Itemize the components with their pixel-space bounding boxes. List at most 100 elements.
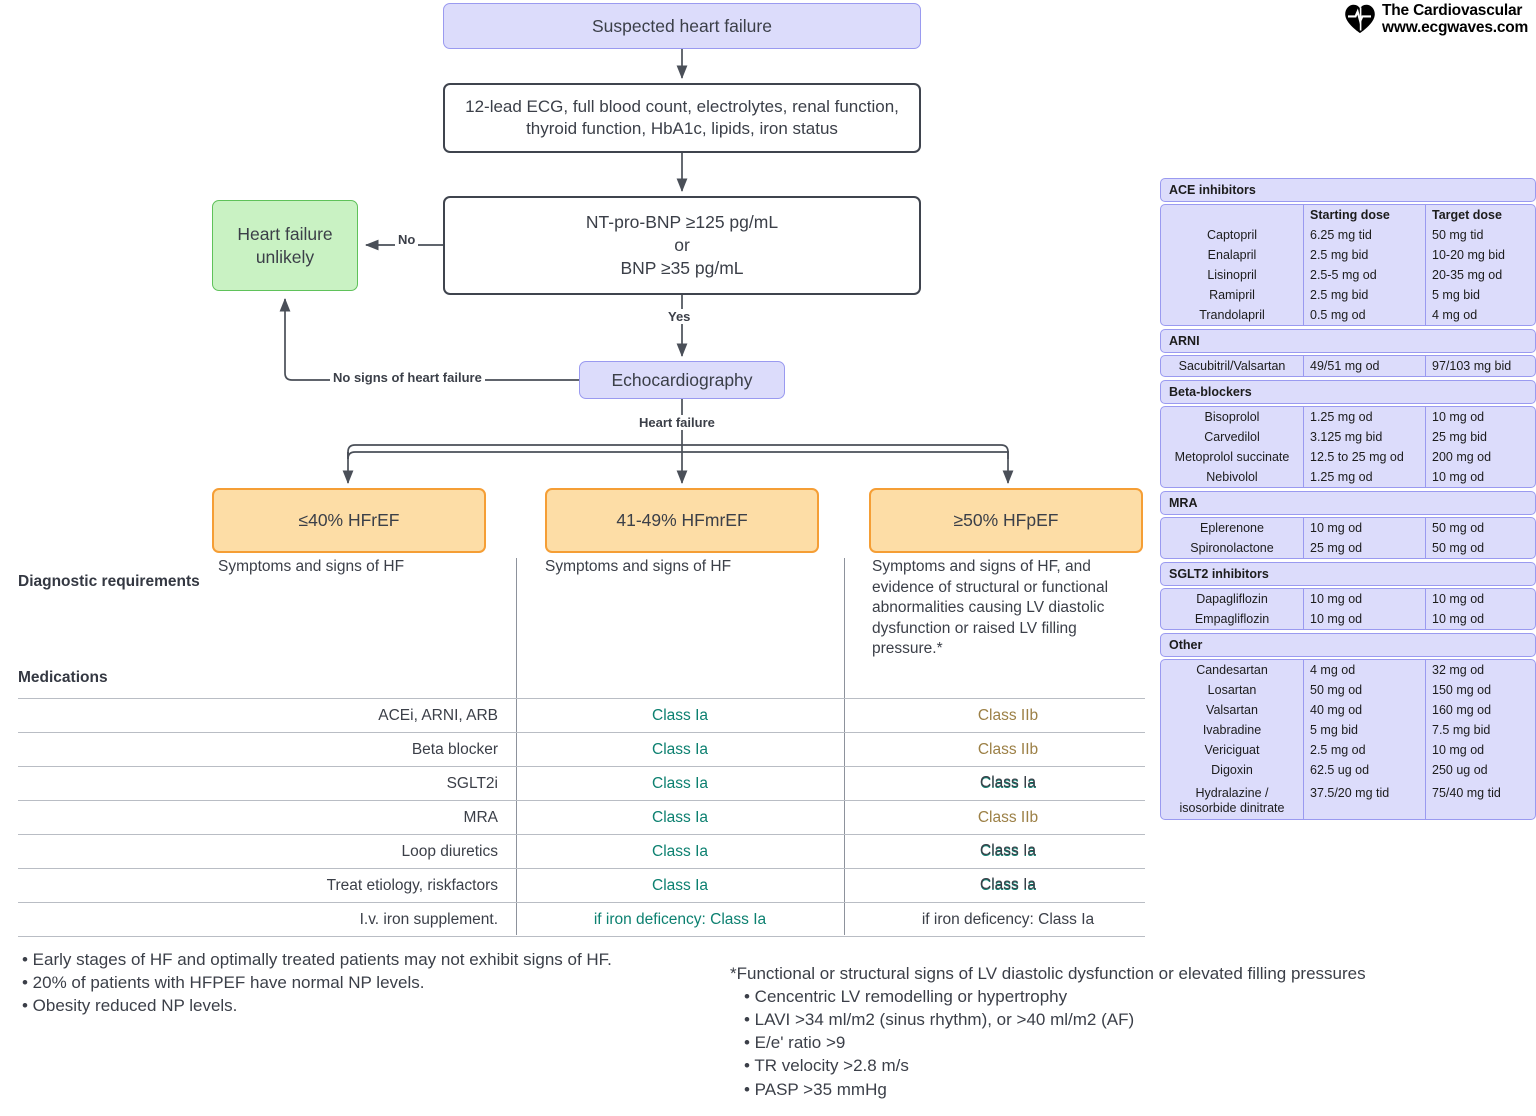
drug-target-dose: 5 mg bid: [1432, 288, 1480, 302]
drug-target-dose: 25 mg bid: [1432, 430, 1487, 444]
diagnostic-col-hfpef: Symptoms and signs of HF, and evidence o…: [872, 558, 1109, 658]
table-column-divider-1: [516, 558, 517, 935]
logo-line-2: www.ecgwaves.com: [1382, 19, 1529, 37]
starting-dose-header: Starting dose: [1304, 205, 1426, 225]
recommendation-hfmref: Class IIb: [977, 809, 1039, 826]
heart-ecg-icon: [1345, 5, 1375, 34]
drug-target-dose: 50 mg od: [1432, 541, 1485, 555]
drug-target-dose: 250 ug od: [1432, 763, 1488, 777]
footnote-item: • Early stages of HF and optimally treat…: [22, 950, 612, 969]
flow-box-hfmref[interactable]: 41-49% HFmrEF: [545, 488, 819, 553]
drug-starting-dose: 10 mg od: [1304, 589, 1426, 609]
drug-target-dose: 150 mg od: [1432, 683, 1492, 697]
drug-target-dose: 10 mg od: [1432, 612, 1485, 626]
drug-name: Ivabradine: [1161, 720, 1304, 740]
drug-name: Metoprolol succinate: [1161, 447, 1304, 467]
flow-box-hfmref-label: 41-49% HFmrEF: [616, 510, 748, 531]
drug-name: Vericiguat: [1161, 740, 1304, 760]
recommendation-hfmref: if iron deficency: Class Ia: [921, 911, 1095, 928]
flow-box-heart-failure-unlikely[interactable]: Heart failure unlikely: [212, 200, 358, 291]
drug-name: Captopril: [1161, 225, 1304, 245]
drug-name: Dapagliflozin: [1161, 589, 1304, 609]
drug-target-dose: 32 mg od: [1432, 663, 1485, 677]
recommendation-hfmref: Class Ia: [980, 843, 1036, 860]
drug-starting-dose: 6.25 mg tid: [1304, 225, 1426, 245]
medication-name: SGLT2i: [446, 775, 498, 792]
drug-target-dose: 50 mg tid: [1432, 228, 1484, 242]
drug-name: Candesartan: [1161, 660, 1304, 680]
drug-starting-dose: 2.5 mg od: [1304, 740, 1426, 760]
drug-section-title: SGLT2 inhibitors: [1160, 562, 1536, 586]
flow-box-unlikely-label: Heart failure unlikely: [237, 223, 333, 267]
drug-name: Spironolactone: [1161, 538, 1304, 558]
drug-starting-dose: 40 mg od: [1304, 700, 1426, 720]
logo-text: The Cardiovascular www.ecgwaves.com: [1382, 2, 1528, 37]
table-column-divider-2: [844, 558, 845, 935]
medication-name: MRA: [463, 809, 498, 826]
bnp-line-1: NT-pro-BNP ≥125 pg/mL: [585, 212, 779, 233]
edge-label-heart-failure: Heart failure: [636, 415, 718, 430]
drug-name: Ramipril: [1161, 285, 1304, 305]
flow-box-initial-workup[interactable]: 12-lead ECG, full blood count, electroly…: [443, 83, 921, 153]
drug-target-dose: 10 mg od: [1432, 470, 1485, 484]
recommendation-hfpef: Class Ia: [980, 842, 1036, 859]
diagnostic-col-hfmref: Symptoms and signs of HF: [545, 558, 732, 575]
drug-name: Enalapril: [1161, 245, 1304, 265]
footnote-title: *Functional or structural signs of LV di…: [730, 964, 1366, 983]
flow-box-echo-label: Echocardiography: [611, 369, 753, 390]
drug-section-title: MRA: [1160, 491, 1536, 515]
medication-name: Loop diuretics: [401, 843, 498, 860]
drug-target-dose: 10 mg od: [1432, 410, 1485, 424]
drug-starting-dose: 2.5-5 mg od: [1304, 265, 1426, 285]
flow-box-hfpef-label: ≥50% HFpEF: [953, 510, 1059, 531]
bnp-line-3: BNP ≥35 pg/mL: [620, 257, 744, 278]
drug-starting-dose: 5 mg bid: [1304, 720, 1426, 740]
recommendation-hfref: Class Ia: [652, 707, 708, 724]
footnote-item: • LAVI >34 ml/m2 (sinus rhythm), or >40 …: [744, 1010, 1135, 1030]
drug-target-dose: 200 mg od: [1432, 450, 1492, 464]
drug-starting-dose: 49/51 mg od: [1304, 356, 1426, 376]
drug-name: Sacubitril/Valsartan: [1161, 356, 1304, 376]
drug-name: Eplerenone: [1161, 518, 1304, 538]
drug-name: Lisinopril: [1161, 265, 1304, 285]
drug-grid-corner: [1161, 205, 1304, 225]
table-bottom-rule: [18, 936, 1145, 937]
footnote-item: • 20% of patients with HFPEF have normal…: [22, 973, 425, 993]
flow-box-natriuretic-peptide-threshold[interactable]: NT-pro-BNP ≥125 pg/mL or BNP ≥35 pg/mL: [443, 196, 921, 295]
recommendation-hfref: Class Ia: [652, 843, 708, 860]
drug-target-dose: 50 mg od: [1432, 521, 1485, 535]
drug-name: Bisoprolol: [1161, 407, 1304, 427]
recommendation-hfmref: Class Ia: [980, 877, 1036, 894]
footnote-item: • Obesity reduced NP levels.: [22, 996, 238, 1016]
flow-box-hfpef[interactable]: ≥50% HFpEF: [869, 488, 1143, 553]
drug-starting-dose: 62.5 ug od: [1304, 760, 1426, 780]
drug-starting-dose: 1.25 mg od: [1304, 467, 1426, 487]
site-logo: The Cardiovascular www.ecgwaves.com: [1344, 2, 1528, 37]
medications-label: Medications: [18, 669, 108, 686]
drug-target-dose: 7.5 mg bid: [1432, 723, 1491, 737]
drug-section-title: ARNI: [1160, 329, 1536, 353]
drug-starting-dose: 2.5 mg bid: [1304, 245, 1426, 265]
flow-box-suspected-heart-failure[interactable]: Suspected heart failure: [443, 3, 921, 49]
drug-name: Empagliflozin: [1161, 609, 1304, 629]
edge-label-yes: Yes: [665, 309, 694, 324]
medication-name: I.v. iron supplement.: [359, 911, 498, 928]
drug-starting-dose: 4 mg od: [1304, 660, 1426, 680]
flow-box-echocardiography[interactable]: Echocardiography: [579, 361, 785, 399]
footnote-item: • TR velocity >2.8 m/s: [744, 1056, 909, 1076]
drug-target-dose: 10-20 mg bid: [1432, 248, 1505, 262]
drug-target-dose: 160 mg od: [1432, 703, 1492, 717]
flow-box-hfref[interactable]: ≤40% HFrEF: [212, 488, 486, 553]
drug-section-title: Other: [1160, 633, 1536, 657]
recommendation-hfpef: Class Ia: [980, 774, 1036, 791]
